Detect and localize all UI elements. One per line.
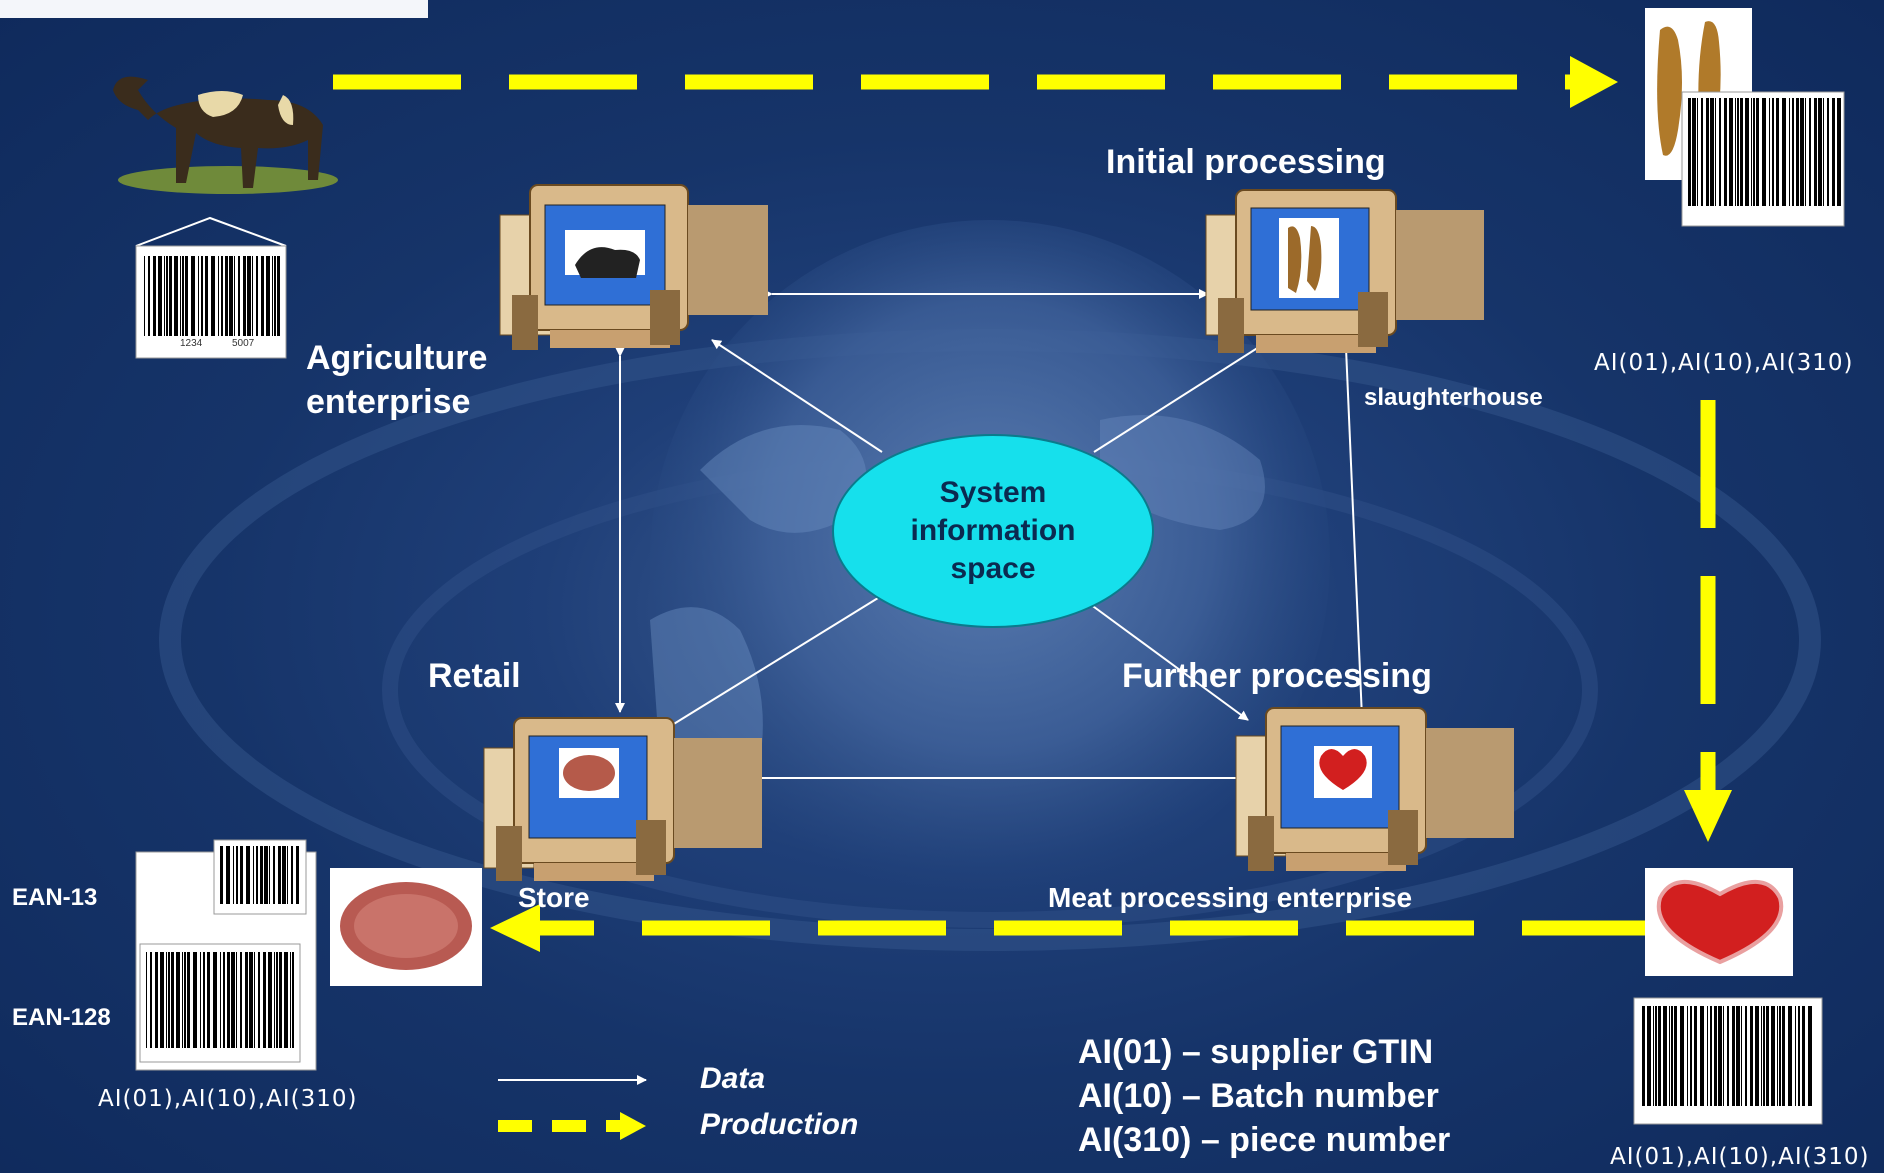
label-ean128: EAN-128 xyxy=(12,1004,111,1031)
definition-ai310: AI(310) – piece number xyxy=(1078,1121,1451,1159)
legend-data-label: Data xyxy=(700,1062,766,1095)
center-line-3: space xyxy=(950,552,1036,585)
system-information-space: System information space xyxy=(832,434,1154,628)
computer-initial-processing xyxy=(1205,189,1484,353)
computer-retail xyxy=(483,717,762,881)
barcode-stripes xyxy=(1688,98,1841,206)
barcode-number-left: 1234 xyxy=(180,338,203,349)
label-retail: Retail xyxy=(428,657,521,695)
definition-ai10: AI(10) – Batch number xyxy=(1078,1077,1439,1115)
computer-further-processing xyxy=(1235,707,1514,871)
ai-codes-bottom-right: AI(01),AI(10),AI(310) xyxy=(1610,1144,1870,1170)
label-initial-processing: Initial processing xyxy=(1106,143,1386,181)
top-left-panel xyxy=(0,0,428,18)
center-line-1: System xyxy=(939,476,1047,509)
label-enterprise: enterprise xyxy=(306,383,471,421)
label-store: Store xyxy=(518,882,590,913)
label-agriculture: Agriculture xyxy=(306,339,488,377)
barcode-stripes xyxy=(144,256,280,336)
ai-codes-bottom-left: AI(01),AI(10),AI(310) xyxy=(98,1086,358,1112)
data-flow xyxy=(615,289,1367,783)
computer-agriculture xyxy=(499,184,768,350)
label-meat-processing-enterprise: Meat processing enterprise xyxy=(1048,882,1413,913)
ai-codes-top-right: AI(01),AI(10),AI(310) xyxy=(1594,350,1854,376)
definition-ai01: AI(01) – supplier GTIN xyxy=(1078,1033,1434,1071)
label-slaughterhouse: slaughterhouse xyxy=(1364,384,1543,411)
legend-production-arrow xyxy=(498,1112,646,1140)
barcode-number-right: 5007 xyxy=(232,338,255,349)
barcode-stripes xyxy=(1642,1006,1812,1106)
steak-image xyxy=(330,868,482,986)
heart-meat-image xyxy=(1645,868,1793,976)
label-further-processing: Further processing xyxy=(1122,657,1432,695)
legend-production-label: Production xyxy=(700,1108,859,1141)
label-ean13: EAN-13 xyxy=(12,884,98,911)
cow-illustration xyxy=(113,76,338,194)
barcode-stripes xyxy=(220,846,299,904)
production-flow xyxy=(333,56,1732,952)
barcode-stripes xyxy=(146,952,294,1048)
center-line-2: information xyxy=(910,514,1076,547)
